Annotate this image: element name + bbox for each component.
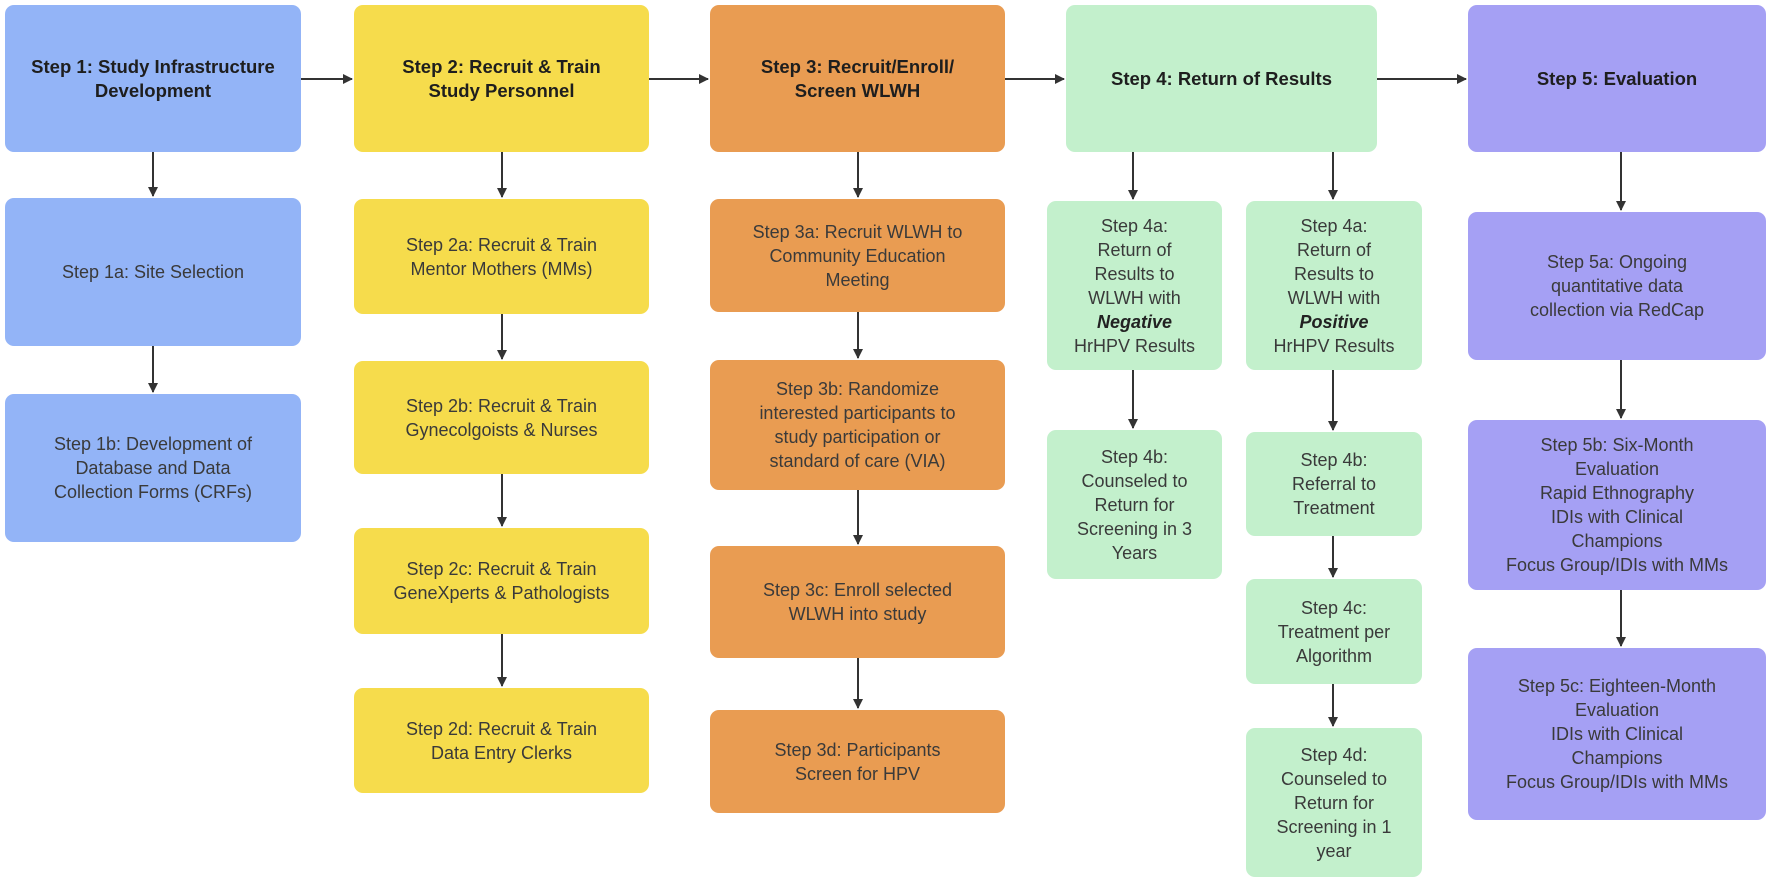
step4-header-text: Step 4: Return of Results <box>1111 67 1332 89</box>
step3b-text: Step 3b: Randomize interested participan… <box>759 379 956 471</box>
step4b-positive-box: Step 4b: Referral to Treatment <box>1246 432 1422 536</box>
step2d-text: Step 2d: Recruit & Train Data Entry Cler… <box>405 718 598 763</box>
step4c-positive-text: Step 4c: Treatment per Algorithm <box>1277 597 1391 666</box>
step3a-box: Step 3a: Recruit WLWH to Community Educa… <box>710 199 1005 312</box>
step1b-text: Step 1b: Development of Database and Dat… <box>53 434 253 502</box>
step4a-negative-pre: Step 4a: Return of Results to WLWH with <box>1088 215 1181 308</box>
step5-header-text: Step 5: Evaluation <box>1536 67 1698 89</box>
step1b-box: Step 1b: Development of Database and Dat… <box>5 394 301 542</box>
step1-header-text: Step 1: Study Infrastructure Development <box>31 55 275 101</box>
step4b-negative-text: Step 4b: Counseled to Return for Screeni… <box>1076 446 1193 563</box>
step2-header-text: Step 2: Recruit & Train Study Personnel <box>402 55 601 101</box>
step3b-box: Step 3b: Randomize interested participan… <box>710 360 1005 490</box>
step4d-positive-box: Step 4d: Counseled to Return for Screeni… <box>1246 728 1422 877</box>
step4a-positive-emphasis: Positive <box>1299 311 1369 332</box>
step1-header-box: Step 1: Study Infrastructure Development <box>5 5 301 152</box>
step2c-text: Step 2c: Recruit & Train GeneXperts & Pa… <box>393 559 610 603</box>
step2b-box: Step 2b: Recruit & Train Gynecolgoists &… <box>354 361 649 474</box>
step2a-text: Step 2a: Recruit & Train Mentor Mothers … <box>405 234 598 279</box>
step2b-text: Step 2b: Recruit & Train Gynecolgoists &… <box>405 395 598 440</box>
step4a-negative-post: HrHPV Results <box>1073 335 1196 356</box>
step3-header-box: Step 3: Recruit/Enroll/ Screen WLWH <box>710 5 1005 152</box>
step3-header-text: Step 3: Recruit/Enroll/ Screen WLWH <box>760 55 955 101</box>
step5c-text: Step 5c: Eighteen-Month Evaluation IDIs … <box>1505 676 1729 792</box>
step4b-positive-text: Step 4b: Referral to Treatment <box>1291 450 1377 518</box>
step5-header-box: Step 5: Evaluation <box>1468 5 1766 152</box>
step4a-positive-post: HrHPV Results <box>1273 335 1395 356</box>
step2-header-box: Step 2: Recruit & Train Study Personnel <box>354 5 649 152</box>
step3a-text: Step 3a: Recruit WLWH to Community Educa… <box>752 221 963 290</box>
step4a-positive-pre: Step 4a: Return of Results to WLWH with <box>1287 215 1381 308</box>
step5b-box: Step 5b: Six-Month Evaluation Rapid Ethn… <box>1468 420 1766 590</box>
step1a-box: Step 1a: Site Selection <box>5 198 301 346</box>
step5a-text: Step 5a: Ongoing quantitative data colle… <box>1529 252 1705 320</box>
step3d-text: Step 3d: Participants Screen for HPV <box>774 739 941 784</box>
step5c-box: Step 5c: Eighteen-Month Evaluation IDIs … <box>1468 648 1766 820</box>
step3c-box: Step 3c: Enroll selected WLWH into study <box>710 546 1005 658</box>
step4b-negative-box: Step 4b: Counseled to Return for Screeni… <box>1047 430 1222 579</box>
step3c-text: Step 3c: Enroll selected WLWH into study <box>762 580 953 624</box>
step3d-box: Step 3d: Participants Screen for HPV <box>710 710 1005 813</box>
step4a-negative-emphasis: Negative <box>1096 311 1173 332</box>
step2d-box: Step 2d: Recruit & Train Data Entry Cler… <box>354 688 649 793</box>
step4-header-box: Step 4: Return of Results <box>1066 5 1377 152</box>
step4d-positive-text: Step 4d: Counseled to Return for Screeni… <box>1276 744 1392 861</box>
step5b-text: Step 5b: Six-Month Evaluation Rapid Ethn… <box>1505 435 1729 575</box>
step2c-box: Step 2c: Recruit & Train GeneXperts & Pa… <box>354 528 649 634</box>
step1a-text: Step 1a: Site Selection <box>61 262 245 282</box>
step2a-box: Step 2a: Recruit & Train Mentor Mothers … <box>354 199 649 314</box>
step4c-positive-box: Step 4c: Treatment per Algorithm <box>1246 579 1422 684</box>
step5a-box: Step 5a: Ongoing quantitative data colle… <box>1468 212 1766 360</box>
